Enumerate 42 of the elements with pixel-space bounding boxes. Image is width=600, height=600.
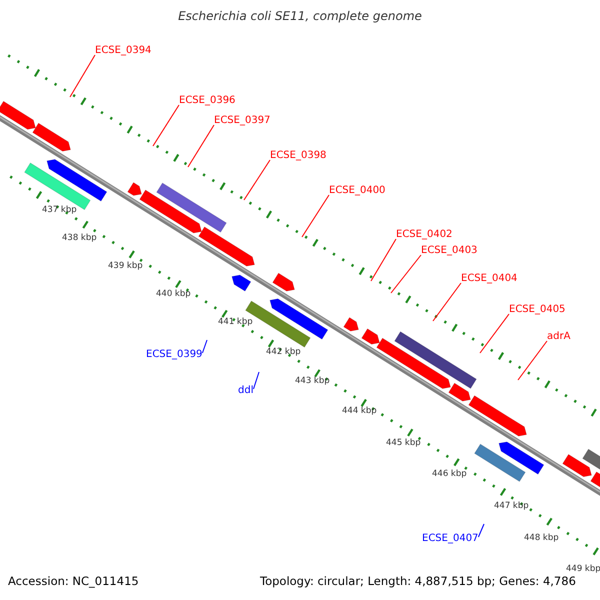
scale-label: 440 kbp bbox=[156, 290, 191, 298]
leader-line bbox=[370, 238, 396, 282]
scale-label: 446 kbp bbox=[432, 470, 467, 478]
gene-label: ECSE_0400 bbox=[329, 186, 386, 196]
gene-label: ECSE_0399 bbox=[146, 350, 202, 360]
scale-label: 437 kbp bbox=[42, 206, 77, 214]
gene-label: ddl bbox=[238, 386, 254, 396]
gene-label: ECSE_0396 bbox=[179, 96, 236, 106]
gene-label: ECSE_0407 bbox=[422, 534, 478, 544]
gene-label: ECSE_0404 bbox=[461, 274, 518, 284]
gene-label: adrA bbox=[547, 332, 570, 342]
scale-label: 445 kbp bbox=[386, 439, 421, 448]
scale-label: 443 kbp bbox=[295, 377, 330, 386]
leader-line bbox=[518, 340, 548, 380]
leader-line bbox=[188, 124, 214, 168]
leader-line bbox=[152, 104, 180, 146]
gene-label: ECSE_0398 bbox=[270, 151, 326, 161]
leader-line bbox=[70, 54, 96, 98]
scale-label: 441 kbp bbox=[218, 318, 253, 326]
leader-line bbox=[478, 524, 484, 538]
leader-line bbox=[480, 314, 510, 354]
leader-line bbox=[302, 194, 330, 238]
scale-label: 448 kbp bbox=[524, 534, 559, 542]
gene-label: ECSE_0403 bbox=[421, 246, 478, 256]
scale-label: 449 kbp bbox=[566, 565, 600, 574]
gene-label: ECSE_0394 bbox=[95, 46, 152, 56]
scale-label: 444 kbp bbox=[342, 407, 377, 416]
leader-line bbox=[202, 340, 208, 354]
scale-label: 447 kbp bbox=[494, 502, 529, 510]
leader-line bbox=[390, 254, 422, 294]
title: Escherichia coli SE11, complete genome bbox=[177, 10, 423, 22]
leader-line bbox=[432, 282, 462, 322]
gene-label: ECSE_0405 bbox=[509, 305, 566, 315]
leader-line bbox=[252, 372, 260, 390]
scale-label: 439 kbp bbox=[108, 262, 143, 270]
scale-label: 438 kbp bbox=[62, 234, 97, 242]
gene-label: ECSE_0397 bbox=[214, 116, 270, 126]
footer-note: Topology: circular; Length: 4,887,515 bp; Genes: 4,786 bbox=[260, 576, 576, 588]
footer-note: Accession: NC_011415 bbox=[8, 576, 139, 588]
gene-label: ECSE_0402 bbox=[396, 230, 452, 240]
scale-label: 442 kbp bbox=[266, 348, 301, 356]
leader-line bbox=[244, 160, 270, 200]
